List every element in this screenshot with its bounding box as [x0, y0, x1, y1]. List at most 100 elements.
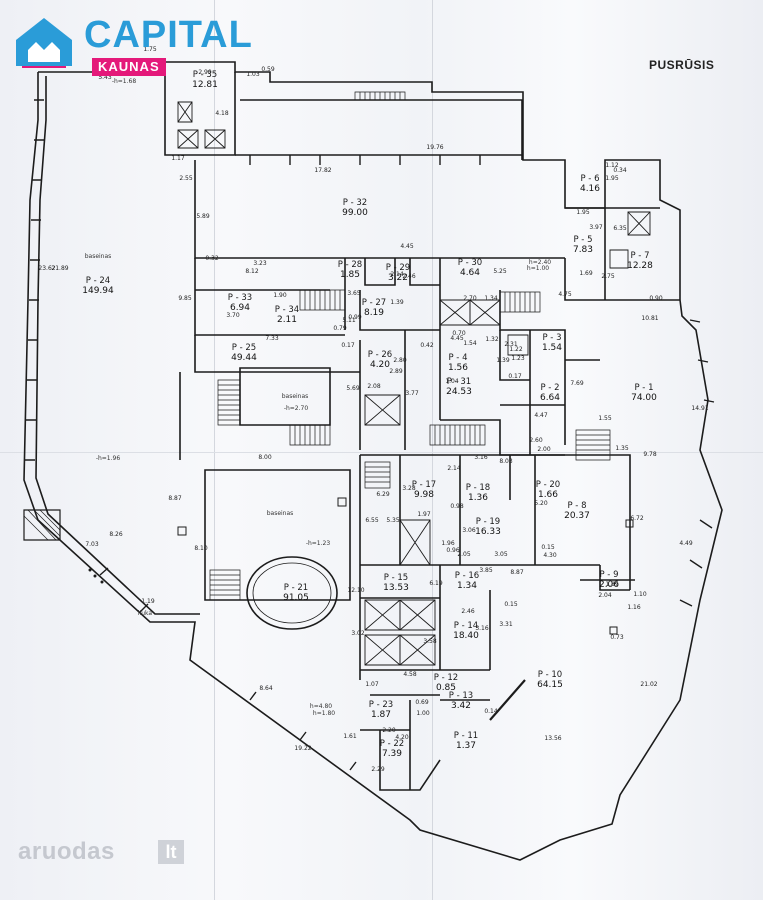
dimension-label: 0.79: [333, 325, 347, 332]
dimension-label: 1.89: [605, 581, 619, 588]
dimension-label: 19.22: [294, 745, 311, 752]
room-area-label: 20.37: [564, 511, 590, 521]
dimension-label: 1.34: [484, 295, 498, 302]
dimension-label: 23.62: [38, 265, 55, 272]
dimension-label: 2.04: [598, 592, 612, 599]
room-id-label: P - 34: [275, 305, 299, 315]
dimension-label: 1.69: [579, 270, 593, 277]
paper-fold-line: [0, 452, 763, 453]
dimension-label: 3.58: [423, 638, 437, 645]
room-id-label: P - 22: [380, 739, 404, 749]
room-id-label: P - 15: [384, 573, 408, 583]
dimension-label: 8.10: [194, 545, 208, 552]
dimension-label: 1.04: [445, 378, 459, 385]
dimension-label: 2.80: [393, 357, 407, 364]
dimension-label: 2.14: [390, 271, 404, 278]
dimension-label: 2.20: [382, 727, 396, 734]
room-id-label: P - 16: [455, 571, 479, 581]
dimension-label: 9.85: [178, 295, 192, 302]
dimension-label: 0.73: [610, 634, 624, 641]
dimension-label: 8.03: [499, 458, 513, 465]
dimension-label: 7.33: [265, 335, 279, 342]
dimension-label: 1.32: [485, 336, 499, 343]
brand-logo[interactable]: CAPITAL KAUNAS: [14, 14, 274, 76]
room-id-label: P - 17: [412, 480, 436, 490]
plan-note: h=4.80: [310, 703, 332, 710]
room-id-label: P - 25: [232, 343, 256, 353]
room-id-label: P - 19: [476, 517, 500, 527]
dimension-label: 6.19: [429, 580, 443, 587]
room-area-label: 2.11: [277, 315, 297, 325]
room-id-label: P - 24: [86, 276, 110, 286]
dimension-label: 5.43: [98, 74, 112, 81]
room-area-label: 12.28: [627, 261, 653, 271]
room-id-label: P - 4: [448, 353, 467, 363]
room-id-label: P - 13: [449, 691, 473, 701]
dimension-label: 8.87: [168, 495, 182, 502]
dimension-label: 4.49: [679, 540, 693, 547]
room-id-label: P - 32: [343, 198, 367, 208]
room-id-label: P - 35: [193, 70, 217, 80]
dimension-label: 2.75: [601, 273, 615, 280]
room-area-label: 4.20: [370, 360, 390, 370]
dimension-label: 2.05: [457, 551, 471, 558]
dimension-label: 4.30: [543, 552, 557, 559]
plan-note: baseinas: [85, 253, 112, 260]
dimension-label: 5.89: [196, 213, 210, 220]
dimension-label: 0.42: [420, 342, 434, 349]
dimension-label: 4.45: [450, 335, 464, 342]
dimension-label: 17.82: [314, 167, 331, 174]
dimension-label: 2.46: [402, 273, 416, 280]
room-id-label: P - 6: [580, 174, 599, 184]
dimension-label: 7.03: [85, 541, 99, 548]
dimension-label: 0.98: [450, 503, 464, 510]
dimension-label: 8.12: [245, 268, 259, 275]
room-id-label: P - 1: [634, 383, 653, 393]
room-area-label: 4.16: [580, 184, 600, 194]
room-area-label: 1.85: [340, 270, 360, 280]
dimension-label: 5.11: [342, 317, 356, 324]
dimension-label: 9.78: [643, 451, 657, 458]
dimension-label: 1.35: [615, 445, 629, 452]
dimension-label: 0.14: [484, 708, 498, 715]
dimension-label: 4.47: [534, 412, 548, 419]
dimension-label: 3.77: [405, 390, 419, 397]
room-id-label: P - 23: [369, 700, 393, 710]
room-area-label: 3.42: [451, 701, 471, 711]
dimension-label: 4.45: [400, 243, 414, 250]
dimension-label: 0.96: [446, 547, 460, 554]
room-id-label: P - 2: [540, 383, 559, 393]
room-area-label: 99.00: [342, 208, 368, 218]
room-id-label: P - 3: [542, 333, 561, 343]
dimension-label: 5.25: [493, 268, 507, 275]
brand-name: CAPITAL: [84, 14, 253, 56]
dimension-label: 3.97: [589, 224, 603, 231]
watermark-text: aruodas: [18, 838, 115, 865]
dimension-label: 5.69: [346, 385, 360, 392]
dimension-label: 1.75: [143, 46, 157, 53]
room-id-label: P - 29: [386, 263, 410, 273]
dimension-label: 1.90: [273, 292, 287, 299]
ramp-line: [489, 679, 526, 721]
dimension-label: 2.55: [179, 175, 193, 182]
dimension-label: 5.20: [534, 500, 548, 507]
room-area-label: 1.37: [456, 741, 476, 751]
room-area-label: 24.53: [446, 387, 472, 397]
room-area-label: 1.36: [468, 493, 488, 503]
dimension-label: 1.12: [605, 162, 619, 169]
room-id-label: P - 18: [466, 483, 490, 493]
room-area-label: 1.34: [457, 581, 477, 591]
room-area-label: 1.54: [542, 343, 562, 353]
room-id-label: P - 28: [338, 260, 362, 270]
dimension-label: 0.69: [415, 699, 429, 706]
room-id-label: P - 14: [454, 621, 478, 631]
dimension-label: 1.97: [417, 511, 431, 518]
plan-note: -h=2.70: [284, 405, 309, 412]
room-area-label: 49.44: [231, 353, 257, 363]
room-id-label: P - 31: [447, 377, 471, 387]
room-area-label: 1.66: [538, 490, 558, 500]
dimension-label: 0.90: [649, 295, 663, 302]
room-area-label: 4.64: [460, 268, 480, 278]
